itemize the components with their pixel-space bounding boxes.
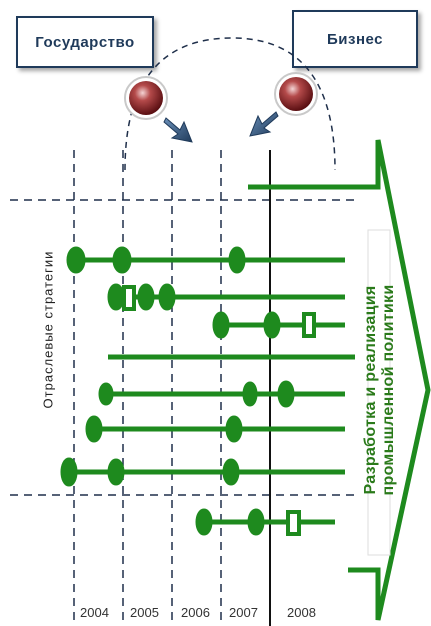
policy-panel — [367, 229, 391, 556]
policy-label-line2: промышленной политики — [380, 284, 397, 496]
business-arrow-icon — [249, 111, 279, 137]
business-label: Бизнес — [326, 30, 383, 48]
year-2005: 2005 — [130, 605, 159, 620]
policy-arrow — [248, 139, 431, 621]
year-2008: 2008 — [287, 605, 316, 620]
policy-label-line1: Разработка и реализация — [362, 285, 379, 495]
year-2004: 2004 — [80, 605, 109, 620]
business-box: Бизнес — [292, 10, 418, 68]
year-2006: 2006 — [181, 605, 210, 620]
state-arrow-icon — [163, 117, 193, 143]
policy-label: Разработка и реализация промышленной пол… — [362, 260, 398, 520]
year-2007: 2007 — [229, 605, 258, 620]
state-label: Государство — [35, 33, 135, 51]
industry-strategies-label: Отраслевые стратегии — [40, 250, 56, 409]
state-node — [124, 76, 168, 120]
state-box: Государство — [16, 16, 154, 68]
strategy-timelines — [60, 246, 355, 536]
business-node — [274, 72, 318, 116]
year-dividers — [73, 150, 222, 626]
